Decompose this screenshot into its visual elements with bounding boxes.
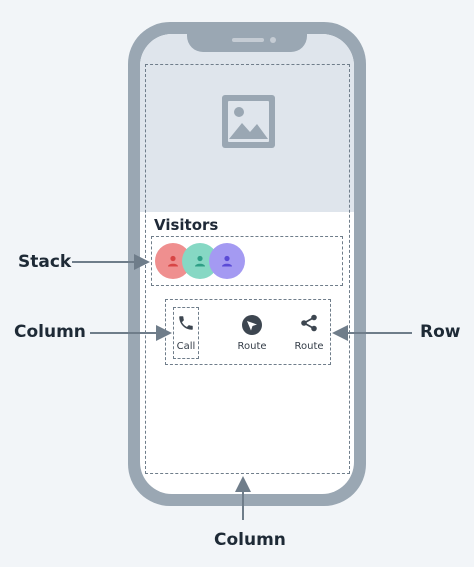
route-label: Route — [237, 341, 267, 352]
visitors-title: Visitors — [154, 216, 219, 234]
share-icon — [301, 314, 317, 332]
person-icon — [222, 255, 232, 267]
visitor-avatar-3[interactable] — [209, 243, 245, 279]
navigation-icon — [242, 315, 262, 335]
person-icon — [195, 255, 205, 267]
phone-speaker — [232, 38, 264, 42]
column-label-left: Column — [14, 322, 86, 342]
row-label: Row — [420, 322, 461, 342]
image-placeholder-icon — [222, 95, 275, 148]
phone-notch — [187, 22, 307, 52]
call-action[interactable]: Call — [171, 312, 201, 356]
stack-label: Stack — [18, 252, 72, 272]
stack-outline — [151, 236, 343, 286]
phone-camera — [270, 37, 276, 43]
column-label-bottom: Column — [214, 530, 286, 550]
phone-icon — [179, 316, 193, 330]
inner-column-outline — [173, 307, 199, 359]
share-route-label: Route — [294, 341, 324, 352]
share-route-action[interactable]: Route — [291, 312, 327, 356]
person-icon — [168, 255, 178, 267]
route-action[interactable]: Route — [234, 312, 270, 356]
call-label: Call — [176, 341, 196, 352]
